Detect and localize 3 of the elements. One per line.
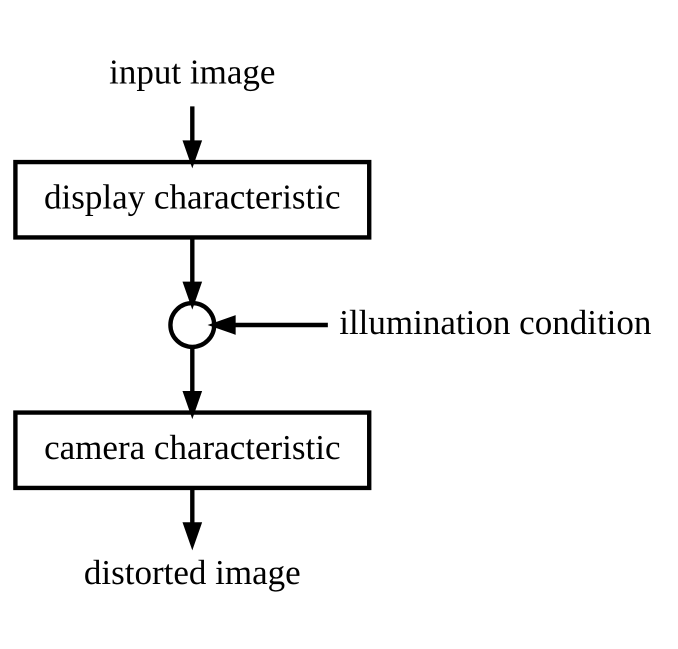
node-text: illumination condition — [339, 302, 652, 342]
node-text: distorted image — [84, 552, 301, 592]
node-text: input image — [109, 52, 276, 91]
